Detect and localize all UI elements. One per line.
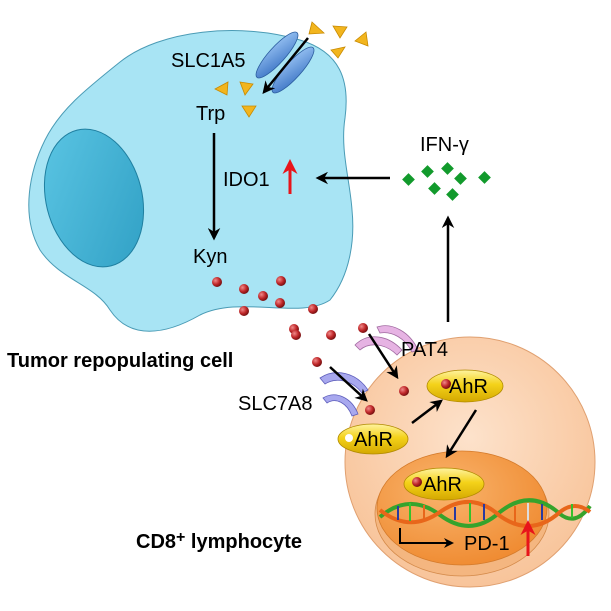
ahr-free-ligand-site [345,434,353,442]
ahr-translocation-arrow [445,409,478,459]
kyn-molecules [212,276,409,415]
ahr-activation-arrow [411,399,443,424]
pd1-label: PD-1 [464,533,510,555]
kyn-label: Kyn [193,246,228,268]
slc7a8-import-arrow [329,366,368,402]
tumor-cell-label: Tumor repopulating cell [7,350,234,372]
ahr-free-pill [337,423,409,455]
cd8-text: CD8 [136,531,177,553]
pat4-label: PAT4 [401,339,449,361]
lymphocyte-nucleus [376,450,548,566]
trp-molecules [214,21,369,118]
pat4-import-arrow [367,333,399,380]
ahr-nuclear-label: AhR [423,474,462,496]
ido1-label: IDO1 [223,169,270,191]
lymphocyte-text: lymphocyte [185,531,303,553]
slc1a5-label: SLC1A5 [171,50,246,72]
transcription-arrow [399,528,454,548]
ahr-bound-ligand [441,379,451,389]
ahr-free-label: AhR [354,429,393,451]
slc7a8-label: SLC7A8 [238,393,313,415]
ifn-gamma-molecules [402,162,491,201]
cd8-superscript: + [176,529,186,546]
slc1a5-import-arrow [262,37,309,94]
ahr-nuclear-pill [403,467,485,501]
ifn-gamma-label: IFN-γ [420,134,469,156]
ahr-bound-label: AhR [449,376,488,398]
dna-helix [378,498,592,529]
ahr-nuclear-ligand [412,477,422,487]
trp-label: Trp [196,103,226,125]
ahr-bound-pill [426,369,504,403]
cd8-lymphocyte-label: CD8+ lymphocyte [136,529,303,553]
tumor-nucleus [43,128,145,268]
